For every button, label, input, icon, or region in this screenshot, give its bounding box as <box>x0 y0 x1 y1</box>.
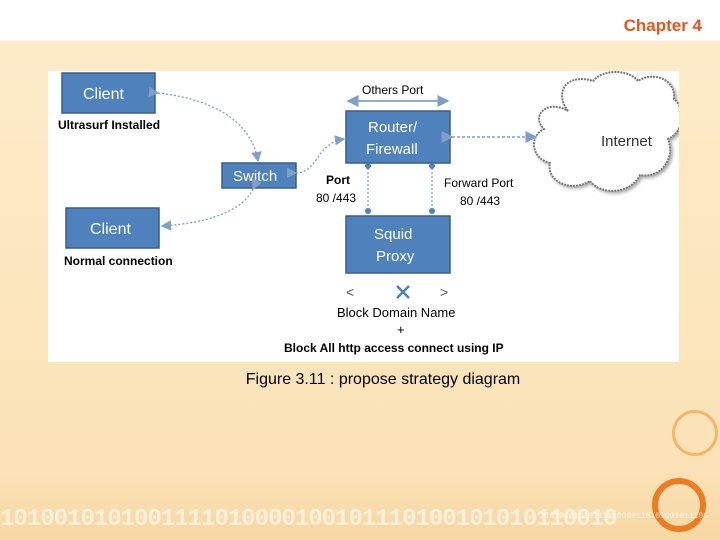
client-bottom-node: Client <box>65 207 160 249</box>
port-dot-left-bottom <box>365 208 371 214</box>
client-bottom-label: Client <box>90 221 131 238</box>
decorative-ring-icon <box>672 410 718 456</box>
forward-port-line1: Forward Port <box>444 176 514 190</box>
top-band <box>0 0 720 40</box>
router-firewall-node: Router/ Firewall <box>345 110 451 164</box>
switch-to-router-connector <box>286 135 346 179</box>
block-cross-icon <box>396 285 410 299</box>
others-port-label: Others Port <box>362 83 424 97</box>
cloud-shape <box>533 71 683 192</box>
left-chevron-icon: < <box>346 284 354 300</box>
figure-caption: Figure 3.11 : propose strategy diagram <box>245 371 521 388</box>
port-dot-right-bottom <box>429 208 435 214</box>
squid-proxy-node: Squid Proxy <box>345 215 451 274</box>
port-label-line1: Port <box>326 173 350 187</box>
client-top-note: Ultrasurf Installed <box>58 118 160 132</box>
diagram-panel: Internet Client Ultrasurf Installed Clie… <box>48 71 683 362</box>
binary-decoration: 1010010101001111010000100101110100101010… <box>0 506 618 533</box>
client-top-to-switch-connector <box>148 86 262 163</box>
squid-label-line1: Squid <box>374 226 412 243</box>
switch-node: Switch <box>221 162 297 189</box>
port-label-line2: 80 /443 <box>316 191 356 205</box>
client-bottom-note: Normal connection <box>64 254 173 268</box>
forward-port-line2: 80 /443 <box>460 194 500 208</box>
router-label-line1: Router/ <box>368 119 418 136</box>
squid-label-line2: Proxy <box>376 248 415 265</box>
chapter-title: Chapter 4 <box>623 16 702 35</box>
network-diagram: Internet Client Ultrasurf Installed Clie… <box>58 71 683 355</box>
port-dot-left-top <box>365 163 371 169</box>
decorative-ring-icon <box>652 478 706 532</box>
router-label-line2: Firewall <box>366 141 418 158</box>
internet-cloud: Internet <box>533 71 683 192</box>
binary-decoration-small: 11010101010111010000110101001011101 <box>540 512 709 521</box>
switch-label: Switch <box>233 168 277 185</box>
port-dot-right-top <box>429 163 435 169</box>
client-top-node: Client <box>61 72 156 114</box>
internet-label: Internet <box>601 133 653 150</box>
block-domain-label: Block Domain Name <box>337 305 456 320</box>
client-top-label: Client <box>83 86 124 103</box>
plus-label: + <box>397 322 405 337</box>
block-http-label: Block All http access connect using IP <box>284 341 504 355</box>
switch-to-client-bottom-connector <box>160 178 262 231</box>
right-chevron-icon: > <box>440 284 448 300</box>
